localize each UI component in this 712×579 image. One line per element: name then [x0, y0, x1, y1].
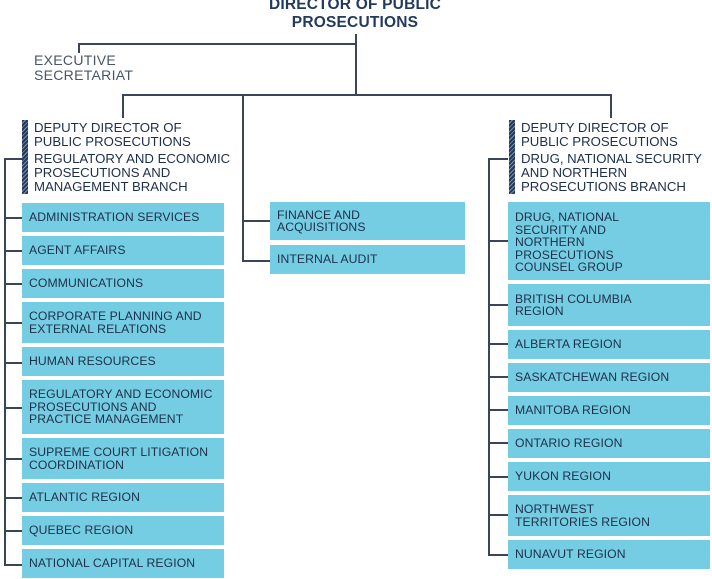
connector-right-tick: [488, 476, 508, 478]
connector-right-tick: [488, 304, 508, 306]
unit-label: BRITISH COLUMBIA REGION: [515, 291, 632, 318]
connector-center-audit: [242, 260, 270, 262]
right-deputy-title: DEPUTY DIRECTOR OF PUBLIC PROSECUTIONS: [521, 120, 678, 149]
connector-left-tick: [4, 217, 22, 219]
unit-label: SUPREME COURT LITIGATION COORDINATION: [29, 445, 209, 472]
unit-box-human-resources: HUMAN RESOURCES: [22, 347, 224, 376]
unit-label: INTERNAL AUDIT: [277, 252, 378, 267]
connector-left-tick: [4, 564, 22, 566]
connector-right-tick: [488, 409, 508, 411]
unit-box-national-capital-region: NATIONAL CAPITAL REGION: [22, 549, 224, 578]
unit-box-northwest-territories: NORTHWEST TERRITORIES REGION: [508, 495, 710, 536]
unit-label: CORPORATE PLANNING AND EXTERNAL RELATION…: [29, 309, 202, 336]
unit-box-communications: COMMUNICATIONS: [22, 269, 224, 298]
connector-top-vertical: [355, 34, 357, 95]
unit-box-counsel-group: DRUG, NATIONAL SECURITY AND NORTHERN PRO…: [508, 202, 710, 280]
unit-label: HUMAN RESOURCES: [29, 354, 156, 369]
connector-left-tick: [4, 283, 22, 285]
unit-label: COMMUNICATIONS: [29, 276, 144, 291]
connector-exec-drop: [78, 43, 80, 53]
unit-box-corporate-planning: CORPORATE PLANNING AND EXTERNAL RELATION…: [22, 302, 224, 343]
connector-right-tick: [488, 442, 508, 444]
unit-box-administration-services: ADMINISTRATION SERVICES: [22, 203, 224, 232]
unit-box-alberta-region: ALBERTA REGION: [508, 330, 710, 359]
connector-right-spine: [488, 158, 490, 556]
connector-left-tick: [4, 458, 22, 460]
unit-label: NATIONAL CAPITAL REGION: [29, 556, 196, 571]
unit-label: FINANCE AND ACQUISITIONS: [277, 207, 366, 234]
unit-box-nunavut-region: NUNAVUT REGION: [508, 540, 710, 569]
unit-box-internal-audit: INTERNAL AUDIT: [270, 245, 465, 274]
unit-label: REGULATORY AND ECONOMIC PROSECUTIONS AND…: [29, 387, 213, 427]
connector-main-horizontal: [122, 94, 612, 96]
left-branch-title: REGULATORY AND ECONOMIC PROSECUTIONS AND…: [34, 151, 231, 194]
connector-right-tick: [488, 514, 508, 516]
unit-box-atlantic-region: ATLANTIC REGION: [22, 483, 224, 512]
connector-left-spine-top: [4, 158, 22, 160]
unit-label: YUKON REGION: [515, 469, 612, 484]
connector-right-tick: [488, 376, 508, 378]
unit-box-saskatchewan-region: SASKATCHEWAN REGION: [508, 363, 710, 392]
unit-label: ADMINISTRATION SERVICES: [29, 210, 200, 225]
left-deputy-title: DEPUTY DIRECTOR OF PUBLIC PROSECUTIONS: [34, 120, 191, 149]
unit-label: NORTHWEST TERRITORIES REGION: [515, 502, 650, 529]
unit-box-british-columbia: BRITISH COLUMBIA REGION: [508, 284, 710, 326]
unit-box-quebec-region: QUEBEC REGION: [22, 516, 224, 545]
connector-center-vertical: [242, 94, 244, 261]
unit-label: NUNAVUT REGION: [515, 547, 626, 562]
right-deputy-marker: [509, 120, 515, 194]
connector-center-finance: [242, 220, 270, 222]
unit-box-yukon-region: YUKON REGION: [508, 462, 710, 491]
unit-label: ALBERTA REGION: [515, 337, 622, 352]
unit-box-supreme-court: SUPREME COURT LITIGATION COORDINATION: [22, 438, 224, 479]
unit-box-finance-acquisitions: FINANCE AND ACQUISITIONS: [270, 202, 465, 240]
connector-right-tick: [488, 343, 508, 345]
right-branch-title: DRUG, NATIONAL SECURITY AND NORTHERN PRO…: [521, 151, 702, 194]
connector-exec-horizontal: [78, 43, 356, 45]
unit-label: QUEBEC REGION: [29, 523, 134, 538]
connector-left-tick: [4, 530, 22, 532]
unit-label: ATLANTIC REGION: [29, 490, 140, 505]
connector-right-spine-top: [488, 158, 508, 160]
connector-left-tick: [4, 362, 22, 364]
unit-label: MANITOBA REGION: [515, 403, 631, 418]
unit-label: AGENT AFFAIRS: [29, 243, 126, 258]
connector-left-tick: [4, 322, 22, 324]
connector-right-tick: [488, 554, 508, 556]
unit-box-manitoba-region: MANITOBA REGION: [508, 396, 710, 425]
director-title: DIRECTOR OF PUBLIC PROSECUTIONS: [268, 0, 442, 31]
unit-box-agent-affairs: AGENT AFFAIRS: [22, 236, 224, 265]
unit-box-ontario-region: ONTARIO REGION: [508, 429, 710, 458]
left-deputy-marker: [22, 120, 28, 194]
unit-label: SASKATCHEWAN REGION: [515, 370, 670, 385]
connector-left-drop: [122, 94, 124, 118]
unit-box-regulatory-economic-practice: REGULATORY AND ECONOMIC PROSECUTIONS AND…: [22, 380, 224, 434]
connector-right-tick: [488, 240, 508, 242]
connector-left-tick: [4, 407, 22, 409]
unit-label: ONTARIO REGION: [515, 436, 623, 451]
connector-left-tick: [4, 497, 22, 499]
connector-left-tick: [4, 250, 22, 252]
connector-right-drop: [610, 94, 612, 118]
unit-label: DRUG, NATIONAL SECURITY AND NORTHERN PRO…: [515, 210, 623, 274]
executive-secretariat: EXECUTIVE SECRETARIAT: [34, 52, 134, 83]
